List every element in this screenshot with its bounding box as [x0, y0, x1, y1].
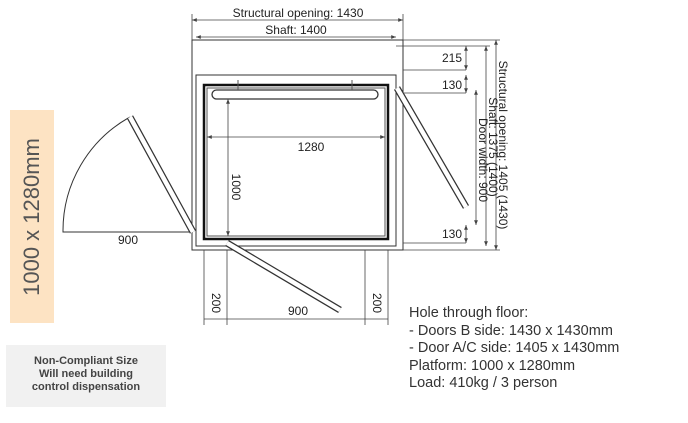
dim-200-left-label: 200: [209, 293, 223, 313]
platform-inner: [206, 87, 386, 237]
dim-130-bottom-label: 130: [442, 227, 462, 241]
door-width-side-label: Door width: 900: [476, 118, 490, 202]
spec-line: - Door A/C side: 1405 x 1430mm: [409, 340, 620, 356]
handrail: [211, 89, 379, 100]
shaft-side-label: Shaft: 1375 (1400): [486, 97, 500, 196]
dim-215-label: 215: [442, 51, 462, 65]
left-door-swing-arc: [62, 116, 193, 233]
spec-line: - Doors B side: 1430 x 1430mm: [409, 322, 613, 339]
dim-1000-label: 1000: [229, 174, 243, 201]
notice-line: Non-Compliant Size: [34, 355, 138, 367]
structural-opening-top-label: Structural opening: 1430: [233, 6, 364, 20]
shaft-outline: [195, 74, 397, 247]
spec-line: Hole through floor:: [409, 305, 529, 321]
dim-1280-label: 1280: [298, 140, 325, 154]
platform-size-text: 1000 x 1280mm: [19, 137, 44, 296]
specifications: Hole through floor: - Doors B side: 1430…: [409, 305, 619, 393]
platform-size-badge: 1000 x 1280mm: [10, 110, 54, 323]
structural-opening-outline: [191, 39, 404, 251]
shaft-top-label: Shaft: 1400: [265, 23, 327, 37]
dim-900-left-label: 900: [118, 233, 138, 247]
notice-line: control dispensation: [31, 381, 141, 393]
dim-900-bottom-label: 900: [288, 304, 308, 318]
dim-200-right-label: 200: [370, 293, 384, 313]
spec-line: Load: 410kg / 3 person: [409, 375, 558, 391]
spec-line: Platform: 1000 x 1280mm: [409, 357, 576, 374]
notice-line: Will need building: [38, 368, 133, 380]
dim-130-top-label: 130: [442, 78, 462, 92]
compliance-notice: Non-Compliant Size Will need building co…: [6, 345, 166, 407]
structural-opening-side-label: Structural opening: 1405 (1430): [496, 61, 510, 230]
platform-outline: [202, 83, 390, 241]
